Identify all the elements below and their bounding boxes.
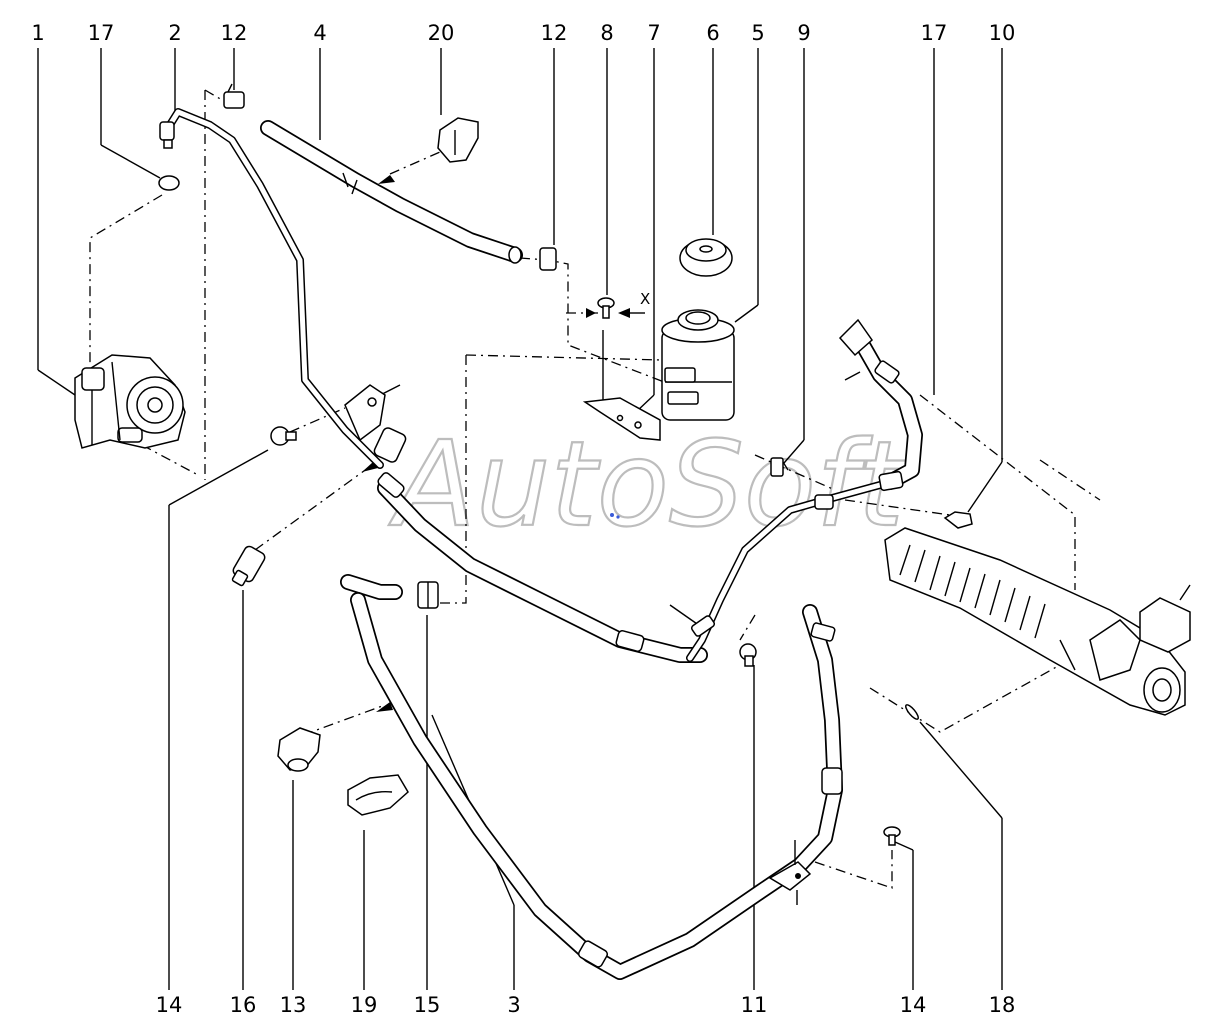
reservoir-cap: [679, 238, 733, 277]
callout-12: 12: [541, 21, 568, 45]
callout-2: 2: [168, 21, 181, 45]
pressure-switch: [231, 545, 266, 587]
pressure-hose-to-rack: [377, 472, 909, 663]
callout-7: 7: [647, 21, 660, 45]
callout-12: 12: [221, 21, 248, 45]
pipe-bracket: [344, 384, 386, 442]
callout-16: 16: [230, 993, 257, 1017]
bolt: [270, 426, 297, 446]
callout-11: 11: [741, 993, 768, 1017]
hose-clamp: [539, 247, 557, 271]
fluid-reservoir: [661, 309, 735, 421]
bracket-screw: [597, 297, 615, 319]
callout-5: 5: [751, 21, 764, 45]
view-marker-x: X: [640, 290, 650, 308]
watermark-dot: [610, 513, 620, 519]
callout-19: 19: [351, 993, 378, 1017]
hose-clamp: [223, 83, 245, 109]
callout-20: 20: [428, 21, 455, 45]
callout-18: 18: [989, 993, 1016, 1017]
seal-ring: [905, 704, 919, 720]
callout-3: 3: [507, 993, 520, 1017]
callout-13: 13: [280, 993, 307, 1017]
union-bolt: [943, 511, 973, 529]
callout-15: 15: [414, 993, 441, 1017]
hose-clamp: [347, 774, 409, 816]
callout-10: 10: [989, 21, 1016, 45]
callout-9: 9: [797, 21, 810, 45]
reservoir-bracket: [582, 330, 661, 441]
callout-17: 17: [88, 21, 115, 45]
callout-17: 17: [921, 21, 948, 45]
return-hose: [340, 574, 843, 980]
bolt: [883, 826, 901, 846]
steering-rack: [884, 527, 1191, 716]
callout-6: 6: [706, 21, 719, 45]
upper-right-rack-hose: [838, 318, 923, 492]
leader-lines: [37, 48, 1003, 990]
hose-clamp: [277, 727, 321, 772]
pipe-clip: [770, 457, 789, 477]
callout-14: 14: [156, 993, 183, 1017]
callouts-bottom: 14 16 13 19 15 3 11 14 18: [156, 993, 1016, 1017]
reservoir-supply-hose: [260, 120, 523, 264]
callout-8: 8: [600, 21, 613, 45]
high-pressure-pipe: [159, 108, 384, 469]
hose-clip: [437, 117, 479, 163]
pipe-fitting: [373, 427, 407, 463]
seal-ring: [158, 175, 180, 191]
bolt: [739, 643, 757, 667]
callout-4: 4: [313, 21, 326, 45]
callout-14: 14: [900, 993, 927, 1017]
callout-1: 1: [31, 21, 44, 45]
callouts-top: 1 17 2 12 4 20 12 8 7 6 5 9 17 10: [31, 21, 1015, 45]
hose-clamp: [417, 581, 439, 609]
power-steering-pump: [74, 354, 186, 449]
arrow-heads: [362, 175, 645, 712]
